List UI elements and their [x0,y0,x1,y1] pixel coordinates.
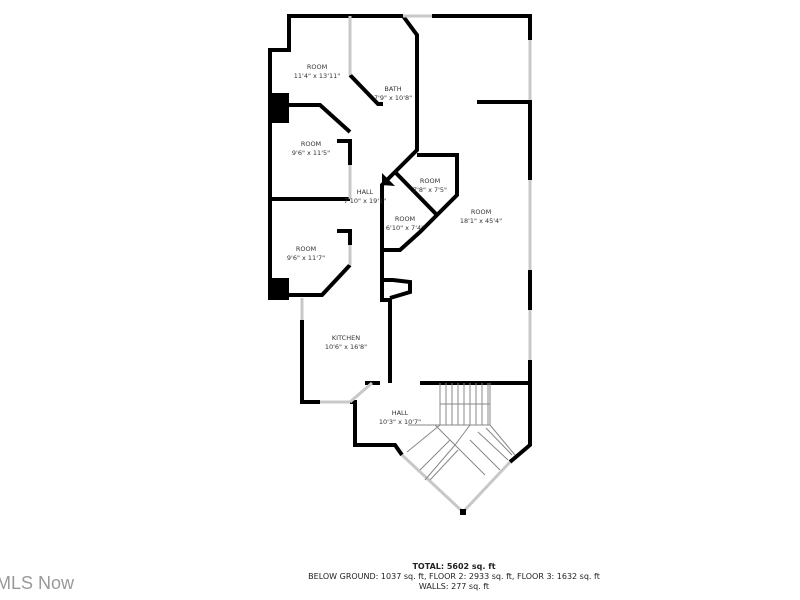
column-block [270,278,289,298]
column-block [382,173,395,186]
watermark: MLS Now [0,573,75,593]
column-block [460,509,466,515]
walls [268,14,532,464]
column-block [270,93,289,123]
wall-area: WALLS: 277 sq. ft [418,582,490,591]
total-area: TOTAL: 5602 sq. ft [412,562,496,571]
windows [300,14,532,515]
stairs [406,383,516,481]
area-summary: TOTAL: 5602 sq. ft BELOW GROUND: 1037 sq… [308,562,600,592]
floor-areas: BELOW GROUND: 1037 sq. ft, FLOOR 2: 2933… [308,572,600,581]
